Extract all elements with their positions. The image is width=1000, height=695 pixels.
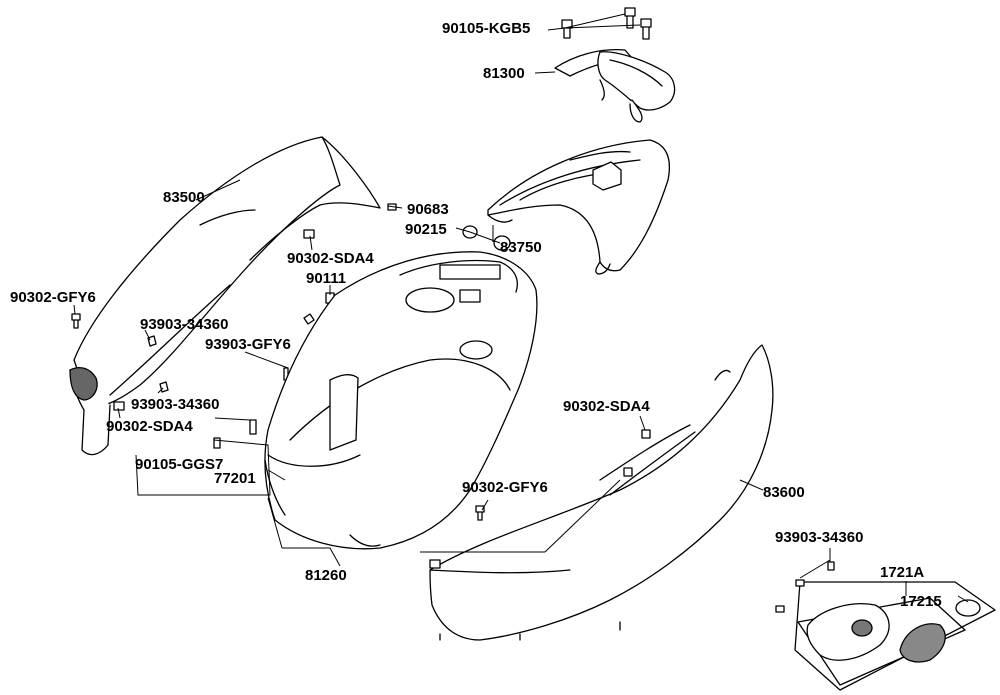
label-83750[interactable]: 83750 [500, 239, 542, 256]
label-90105-kgb5[interactable]: 90105-KGB5 [442, 20, 531, 37]
bolt-90105-kgb5-group [561, 7, 652, 40]
label-93903-34360-b[interactable]: 93903-34360 [131, 396, 220, 413]
label-90683[interactable]: 90683 [407, 201, 449, 218]
label-81260[interactable]: 81260 [305, 567, 347, 584]
label-90302-gfy6-left[interactable]: 90302-GFY6 [10, 289, 96, 306]
label-90302-gfy6-mid[interactable]: 90302-GFY6 [462, 479, 548, 496]
grab-rail-81300 [554, 49, 676, 123]
left-body-cover-83500 [69, 136, 381, 456]
storage-box-81260 [264, 251, 538, 550]
label-83500[interactable]: 83500 [163, 189, 205, 206]
label-90302-sda4-top[interactable]: 90302-SDA4 [287, 250, 374, 267]
leader-lines [73, 13, 969, 603]
label-17215[interactable]: 17215 [900, 593, 942, 610]
label-90215[interactable]: 90215 [405, 221, 447, 238]
label-90105-ggs7[interactable]: 90105-GGS7 [135, 456, 224, 473]
label-93903-34360-a[interactable]: 93903-34360 [140, 316, 229, 333]
label-1721a[interactable]: 1721A [880, 564, 925, 581]
label-93903-gfy6[interactable]: 93903-GFY6 [205, 336, 291, 353]
label-83600[interactable]: 83600 [763, 484, 805, 501]
label-81300[interactable]: 81300 [483, 65, 525, 82]
fasteners-upper [71, 203, 511, 449]
right-side-cover-83600 [429, 344, 774, 641]
label-90111[interactable]: 90111 [306, 270, 347, 287]
label-90302-sda4-left[interactable]: 90302-SDA4 [106, 418, 193, 435]
label-93903-34360-c[interactable]: 93903-34360 [775, 529, 864, 546]
label-77201[interactable]: 77201 [214, 470, 256, 487]
label-90302-sda4-right[interactable]: 90302-SDA4 [563, 398, 650, 415]
air-duct-1721a [775, 561, 996, 691]
rear-center-cover-83750 [487, 139, 671, 275]
